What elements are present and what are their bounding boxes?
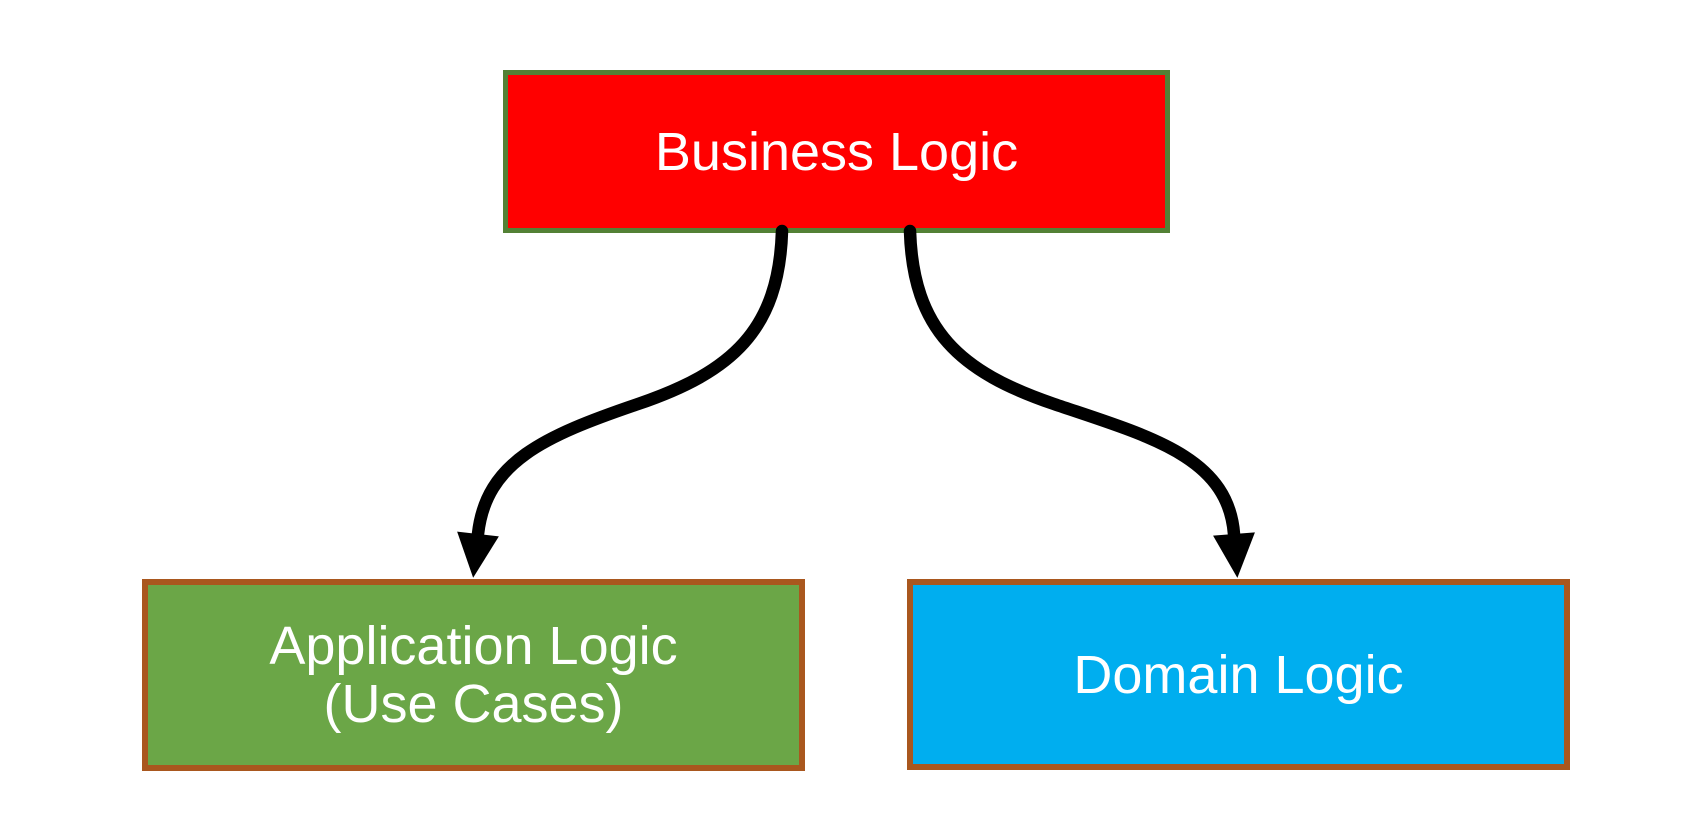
node-domain-logic: Domain Logic bbox=[907, 579, 1570, 770]
node-domain-logic-label: Domain Logic bbox=[1073, 644, 1404, 705]
node-application-logic-label-line1: Application Logic bbox=[269, 616, 678, 676]
node-business-logic-label: Business Logic bbox=[654, 121, 1019, 182]
connector-business-to-application bbox=[457, 224, 789, 578]
connector-business-to-domain bbox=[903, 224, 1255, 578]
node-business-logic: Business Logic bbox=[503, 70, 1170, 233]
node-application-logic-label-line2: (Use Cases) bbox=[323, 674, 624, 734]
node-application-logic: Application Logic (Use Cases) bbox=[142, 579, 805, 771]
